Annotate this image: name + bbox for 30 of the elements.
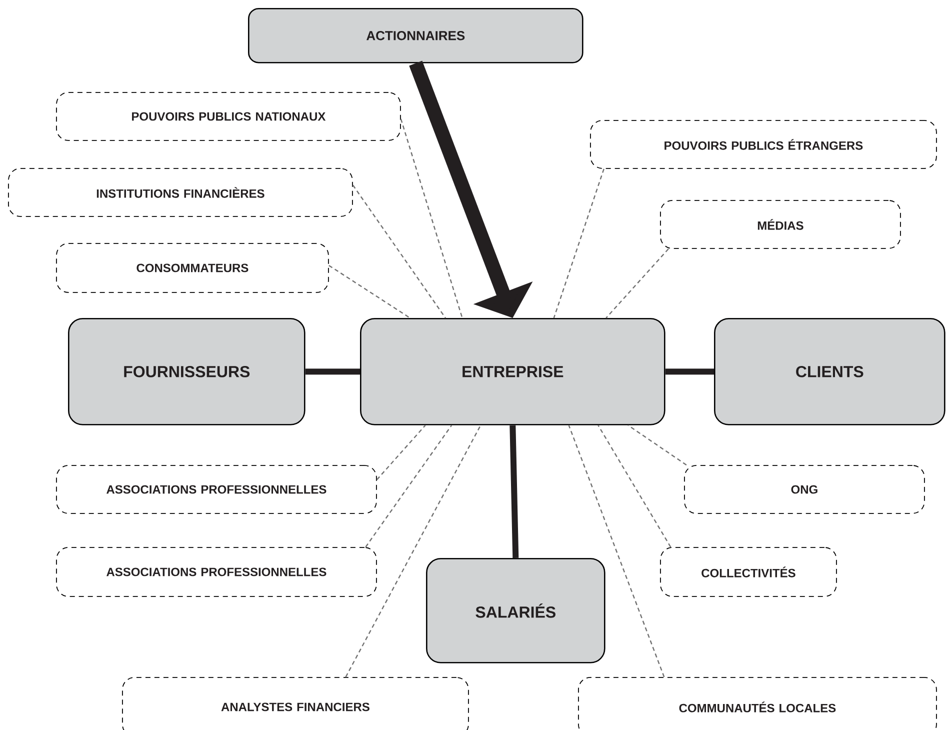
dashed-box: POUVOIRS PUBLICS NATIONAUX [56, 92, 401, 141]
dashed-box: ANALYSTES FINANCIERS [122, 677, 469, 730]
dashed-line [328, 264, 410, 318]
main-box: ACTIONNAIRES [248, 8, 584, 64]
dashed-box: POUVOIRS PUBLICS ÉTRANGERS [590, 120, 937, 169]
dashed-box: MÉDIAS [660, 200, 901, 249]
dashed-box: COMMUNAUTÉS LOCALES [578, 677, 937, 730]
connector-line [510, 425, 519, 558]
dashed-line [400, 118, 463, 318]
dashed-line [365, 424, 452, 548]
dashed-line [553, 168, 604, 318]
dashed-line [598, 424, 672, 548]
dashed-line [628, 424, 687, 466]
dashed-line [345, 425, 482, 678]
stakeholder-box: CLIENTS [714, 318, 946, 426]
dashed-line [568, 425, 665, 678]
dashed-box: ASSOCIATIONS PROFESSIONNELLES [56, 547, 377, 597]
dashed-box: ASSOCIATIONS PROFESSIONNELLES [56, 465, 377, 514]
stakeholder-box: ENTREPRISE [360, 318, 666, 426]
connector-line [305, 368, 360, 375]
dashed-line [376, 424, 426, 480]
dashed-box: ONG [684, 465, 925, 514]
dashed-line [352, 184, 446, 318]
dashed-line [606, 248, 669, 318]
stakeholder-box: FOURNISSEURS [68, 318, 306, 426]
connector-line [665, 368, 714, 375]
dashed-box: CONSOMMATEURS [56, 243, 329, 293]
dashed-box: COLLECTIVITÉS [660, 547, 837, 597]
stakeholder-box: SALARIÉS [426, 558, 606, 664]
dashed-box: INSTITUTIONS FINANCIÈRES [8, 168, 353, 217]
